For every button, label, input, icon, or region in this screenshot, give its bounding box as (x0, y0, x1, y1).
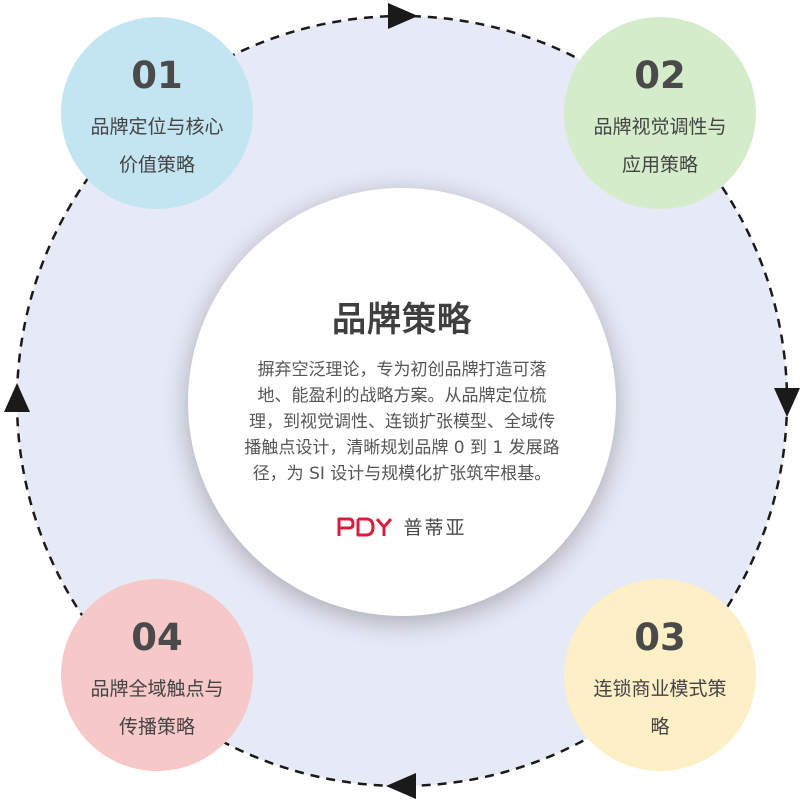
step-number: 01 (131, 54, 183, 97)
step-02-circle: 02 品牌视觉调性与应用策略 (564, 17, 756, 209)
step-04-circle: 04 品牌全域触点与传播策略 (61, 579, 253, 771)
step-number: 02 (634, 54, 686, 97)
arrow-top-icon (388, 3, 418, 29)
step-label: 品牌全域触点与传播策略 (90, 678, 224, 738)
step-number: 03 (634, 616, 686, 659)
arrow-left-icon (4, 383, 30, 412)
step-label: 品牌视觉调性与应用策略 (593, 116, 727, 176)
brand-logo: 普蒂亚 (337, 513, 466, 540)
arrow-bottom-icon (386, 773, 416, 799)
step-label: 品牌定位与核心价值策略 (90, 116, 224, 176)
step-01-circle: 01 品牌定位与核心价值策略 (61, 17, 253, 209)
step-03-circle: 03 连锁商业模式策略 (564, 579, 756, 771)
center-description: 摒弃空泛理论，专为初创品牌打造可落地、能盈利的战略方案。从品牌定位梳理，到视觉调… (244, 360, 560, 484)
pdy-logo-mark-icon (337, 517, 393, 536)
arrow-right-icon (774, 388, 800, 417)
center-circle: 品牌策略 摒弃空泛理论，专为初创品牌打造可落地、能盈利的战略方案。从品牌定位梳理… (188, 188, 616, 616)
step-label: 连锁商业模式策略 (593, 678, 727, 738)
center-title: 品牌策略 (332, 300, 472, 340)
step-number: 04 (131, 616, 183, 659)
logo-text: 普蒂亚 (403, 517, 467, 539)
